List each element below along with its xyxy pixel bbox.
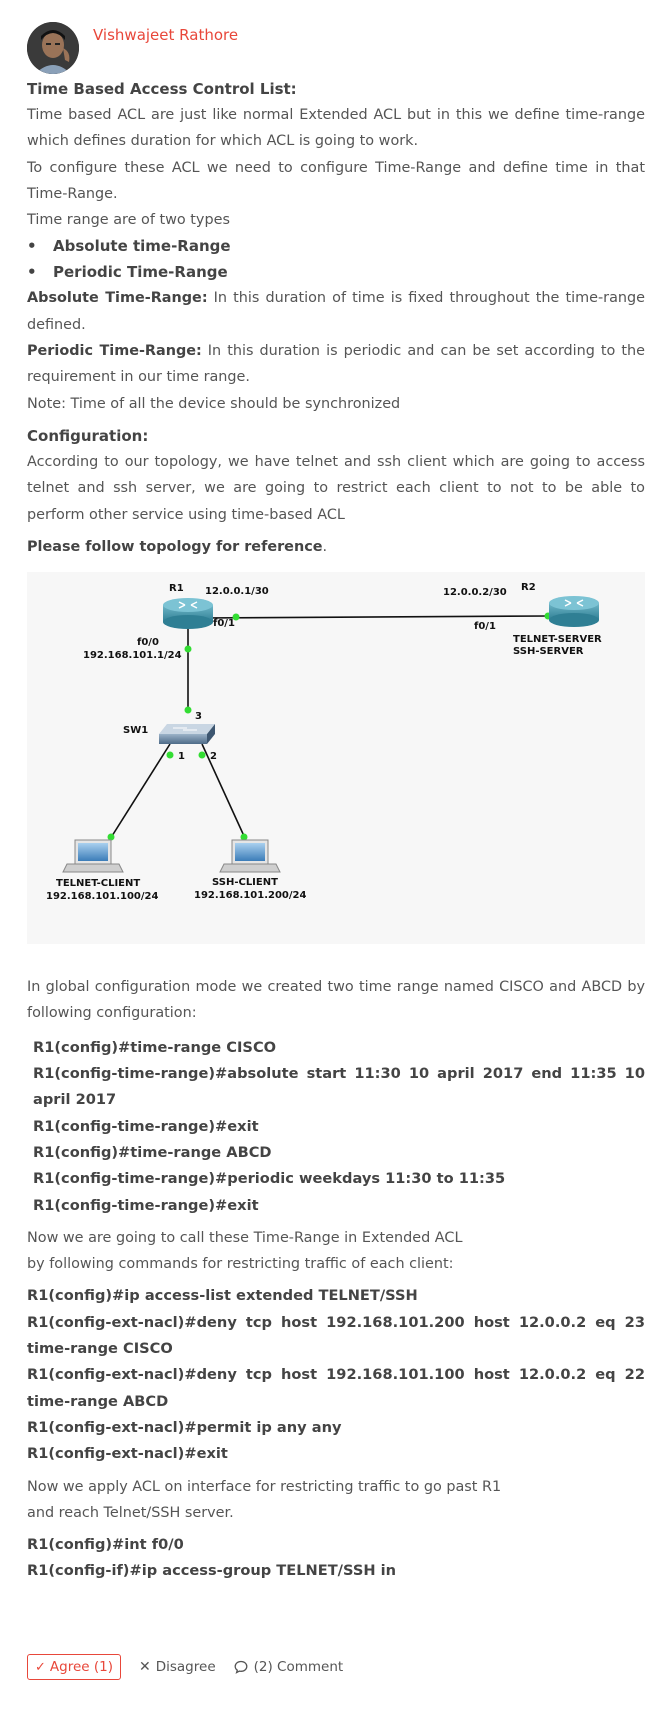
checkmark-icon: ✓ <box>35 1659 46 1675</box>
command-line: R1(config-time-range)#exit <box>33 1196 259 1214</box>
command-line: R1(config-time-range)#absolute start 11:… <box>33 1065 645 1109</box>
comment-label: (2) Comment <box>253 1659 344 1675</box>
r2-wan-if: f0/1 <box>474 621 496 632</box>
global-config-intro: In global configuration mode we created … <box>27 979 645 1022</box>
command-line: R1(config)#time-range CISCO <box>33 1038 277 1056</box>
command-line: R1(config-ext-nacl)#deny tcp host 192.16… <box>27 1313 645 1358</box>
r2-role-telnet: TELNET-SERVER <box>513 634 602 645</box>
avatar[interactable] <box>27 22 79 74</box>
wan-link <box>196 615 550 619</box>
sw-port-2: 2 <box>210 751 217 762</box>
r1-lan-if: f0/0 <box>137 637 159 648</box>
list-item-text: Periodic Time-Range <box>53 263 228 282</box>
r2-role-ssh: SSH-SERVER <box>513 646 584 657</box>
sw1-label: SW1 <box>123 725 148 736</box>
r1-wan-ip: 12.0.0.1/30 <box>205 586 269 597</box>
agree-label: Agree (1) <box>49 1659 113 1675</box>
config-description: According to our topology, we have telne… <box>27 453 645 523</box>
router-icon[interactable] <box>549 596 599 628</box>
comment-button[interactable]: (2) Comment <box>234 1659 344 1675</box>
command-line: R1(config-ext-nacl)#deny tcp host 192.16… <box>27 1366 645 1410</box>
absolute-definition: Absolute Time-Range: In this duration of… <box>27 285 645 338</box>
types-intro: Time range are of two types <box>27 212 230 229</box>
command-line: R1(config-time-range)#periodic weekdays … <box>33 1170 506 1188</box>
post-title: Time Based Access Control List: <box>27 80 297 98</box>
laptop-icon[interactable] <box>219 839 281 873</box>
config-heading: Configuration: <box>27 426 149 445</box>
comment-icon <box>234 1660 248 1674</box>
apply-intro-2: and reach Telnet/SSH server. <box>27 1504 234 1521</box>
apply-intro-1: Now we apply ACL on interface for restri… <box>27 1478 502 1495</box>
command-line: R1(config)#time-range ABCD <box>33 1143 272 1161</box>
topology-reference-end: . <box>322 538 328 555</box>
list-item: • Absolute time-Range <box>27 233 645 259</box>
link-dot <box>198 751 206 759</box>
disagree-button[interactable]: ✕ Disagree <box>139 1659 216 1675</box>
ssh-client-link <box>201 743 245 837</box>
r1-wan-if: f0/1 <box>213 618 235 629</box>
author-header: Vishwajeet Rathore <box>27 22 238 76</box>
intro-paragraph-1: Time based ACL are just like normal Exte… <box>27 107 645 150</box>
r2-label: R2 <box>521 582 536 593</box>
telnet-client-link <box>111 743 171 837</box>
bullet-icon: • <box>27 237 37 256</box>
list-item-text: Absolute time-Range <box>53 237 231 256</box>
intro-paragraph-2: To configure these ACL we need to config… <box>27 159 645 202</box>
periodic-desc: In this duration is periodic and can be … <box>27 343 645 386</box>
topology-reference-bold: Please follow topology for reference <box>27 538 323 555</box>
command-line: R1(config)#int f0/0 <box>27 1536 184 1554</box>
sw-port-3: 3 <box>195 711 202 722</box>
link-dot <box>107 833 115 841</box>
command-line: R1(config-time-range)#exit <box>33 1117 259 1135</box>
post-body: Time Based Access Control List: Time bas… <box>27 76 645 1585</box>
periodic-definition: Periodic Time-Range: In this duration is… <box>27 338 645 391</box>
close-icon: ✕ <box>139 1659 151 1675</box>
telnet-client-label: TELNET-CLIENT <box>56 878 140 889</box>
link-dot <box>240 833 248 841</box>
ssh-client-label: SSH-CLIENT <box>212 877 278 888</box>
command-line: R1(config-ext-nacl)#permit ip any any <box>27 1418 342 1436</box>
router-icon[interactable] <box>163 598 213 630</box>
link-dot <box>184 706 192 714</box>
r1-lan-ip: 192.168.101.1/24 <box>83 650 182 661</box>
r2-wan-ip: 12.0.0.2/30 <box>443 587 507 598</box>
topology-reference: Please follow topology for reference. <box>27 534 645 560</box>
topology-diagram: R1 R2 12.0.0.1/30 12.0.0.2/30 f0/1 f0/1 … <box>27 572 645 945</box>
command-line: R1(config-if)#ip access-group TELNET/SSH… <box>27 1562 397 1580</box>
r1-label: R1 <box>169 583 184 594</box>
periodic-term: Periodic Time-Range: <box>27 343 202 360</box>
absolute-desc: In this duration of time is fixed throug… <box>27 290 645 333</box>
command-line: R1(config-ext-nacl)#exit <box>27 1445 228 1463</box>
switch-icon[interactable] <box>159 724 215 745</box>
acl-intro-2: by following commands for restricting tr… <box>27 1256 454 1273</box>
list-item: • Periodic Time-Range <box>27 259 645 285</box>
disagree-label: Disagree <box>155 1659 216 1675</box>
post-actions: ✓ Agree (1) ✕ Disagree (2) Comment <box>27 1654 343 1680</box>
acl-intro-1: Now we are going to call these Time-Rang… <box>27 1229 463 1246</box>
telnet-client-ip: 192.168.101.100/24 <box>46 891 159 902</box>
absolute-term: Absolute Time-Range: <box>27 290 208 307</box>
bullet-icon: • <box>27 263 37 282</box>
command-line: R1(config)#ip access-list extended TELNE… <box>27 1287 418 1305</box>
link-dot <box>166 751 174 759</box>
sw-port-1: 1 <box>178 751 185 762</box>
laptop-icon[interactable] <box>62 839 124 873</box>
ssh-client-ip: 192.168.101.200/24 <box>194 890 307 901</box>
link-dot <box>184 645 192 653</box>
sync-note: Note: Time of all the device should be s… <box>27 395 401 412</box>
agree-button[interactable]: ✓ Agree (1) <box>27 1654 121 1680</box>
link-dot <box>232 613 240 621</box>
author-name[interactable]: Vishwajeet Rathore <box>93 26 239 44</box>
